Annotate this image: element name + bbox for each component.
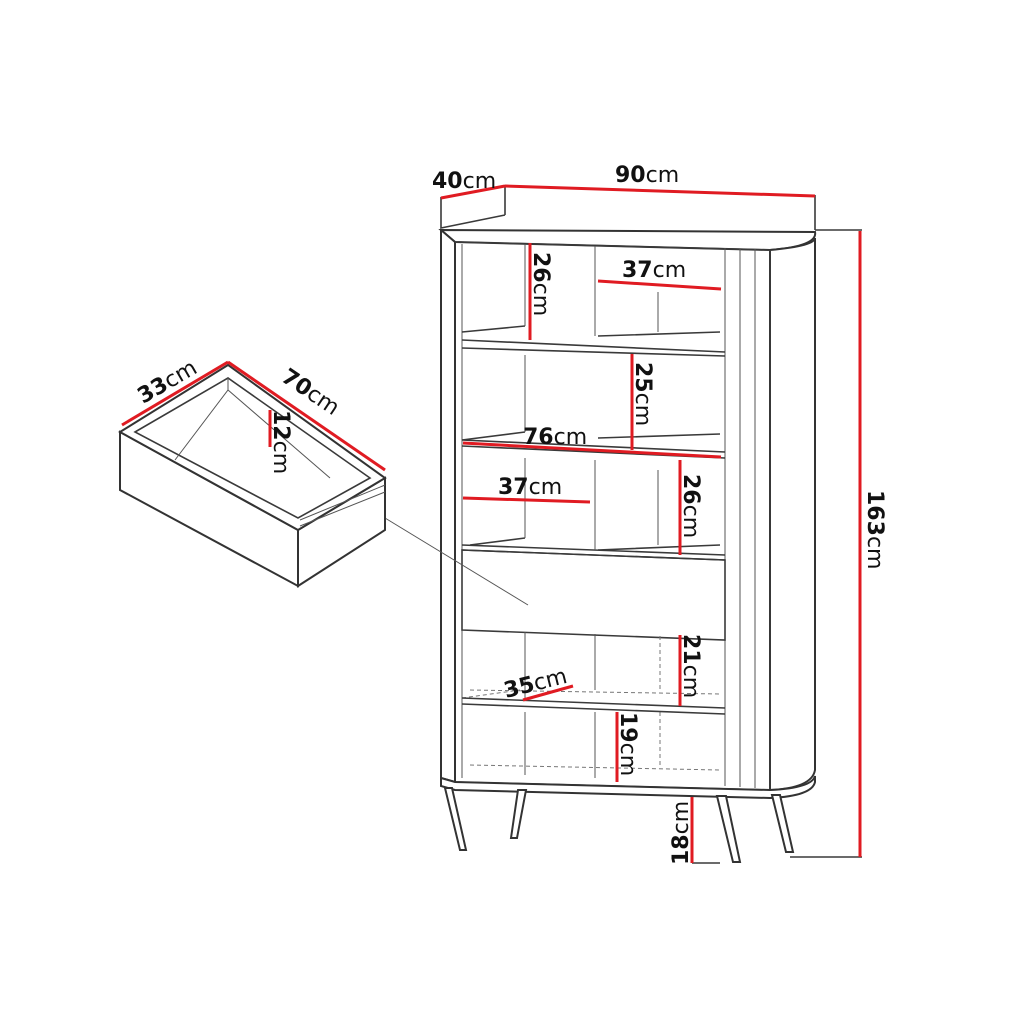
cabinet-leg	[715, 795, 742, 863]
cabinet-leg	[509, 789, 528, 839]
width-label: 90cm	[615, 163, 679, 188]
cabinet-drawing	[384, 185, 862, 864]
dimension-line	[462, 441, 722, 459]
dimension-line	[440, 184, 506, 200]
leg-height-label: 18cm	[669, 801, 694, 865]
dimension-line	[227, 360, 386, 472]
height-label: 163cm	[862, 490, 887, 569]
third-compartment-width-label: 37cm	[498, 475, 562, 500]
cabinet-body	[440, 227, 456, 784]
inner-width-label: 76cm	[523, 425, 587, 450]
cabinet-drawer	[461, 549, 726, 641]
dimension-line	[522, 684, 574, 702]
cabinet-leg	[770, 794, 795, 853]
dimension-line	[504, 184, 816, 198]
second-shelf-height-label: 25cm	[630, 362, 655, 426]
depth-label: 40cm	[432, 169, 496, 194]
drawer-height-label: 12cm	[268, 410, 293, 474]
dimension-line	[121, 360, 229, 427]
dimension-lines	[121, 184, 862, 863]
cabinet-right-side	[769, 237, 816, 792]
drawer-rim	[118, 363, 387, 532]
third-compartment-height-label: 26cm	[678, 474, 703, 538]
cabinet-base	[440, 775, 816, 800]
lower-compartment-height-label: 21cm	[678, 634, 703, 698]
cabinet-leg	[443, 787, 468, 851]
top-compartment-width-label: 37cm	[622, 258, 686, 283]
bottom-compartment-height-label: 19cm	[615, 712, 640, 776]
dimension-line	[597, 279, 722, 291]
dimension-line	[462, 496, 591, 504]
drawer-leader-line	[384, 517, 529, 606]
top-compartment-height-label: 26cm	[528, 252, 553, 316]
drawer-drawing	[118, 363, 387, 588]
